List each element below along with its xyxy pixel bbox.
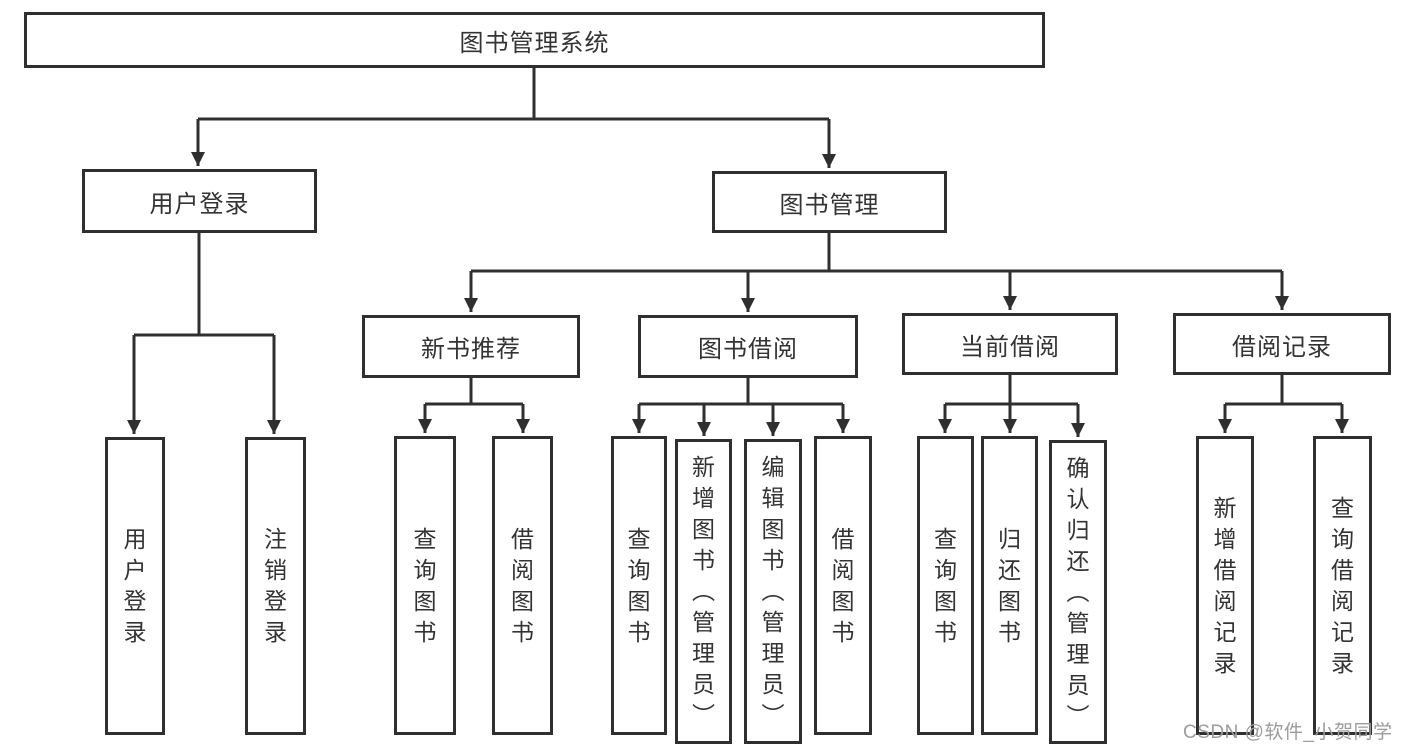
node-book-borrowing: 图书借阅 <box>638 315 858 378</box>
node-book-management: 图书管理 <box>712 171 947 233</box>
node-new-book-recommend: 新书推荐 <box>362 315 580 378</box>
leaf-confirm-return-admin: 确 认 归 还 ︵ 管 理 员 ︶ <box>1049 440 1107 744</box>
leaf-logout: 注 销 登 录 <box>245 437 306 735</box>
node-user-login: 用户登录 <box>82 169 317 233</box>
node-current-borrowing: 当前借阅 <box>902 313 1118 375</box>
leaf-add-book-admin: 新 增 图 书 ︵ 管 理 员 ︶ <box>675 439 732 744</box>
node-root: 图书管理系统 <box>24 12 1045 68</box>
leaf-edit-book-admin: 编 辑 图 书 ︵ 管 理 员 ︶ <box>744 439 802 744</box>
leaf-borrow-books-borrowing: 借 阅 图 书 <box>814 436 872 735</box>
leaf-return-books: 归 还 图 书 <box>981 436 1038 735</box>
watermark: CSDN @软件_小贺同学 <box>1183 722 1393 743</box>
leaf-query-books-borrowing: 查 询 图 书 <box>611 436 667 735</box>
leaf-query-books-recommend: 查 询 图 书 <box>394 436 456 735</box>
leaf-user-login: 用 户 登 录 <box>105 437 165 735</box>
node-borrowing-records: 借阅记录 <box>1173 313 1391 375</box>
leaf-borrow-books-recommend: 借 阅 图 书 <box>492 436 553 735</box>
leaf-add-borrow-record: 新 增 借 阅 记 录 <box>1196 436 1254 735</box>
leaf-query-borrow-record: 查 询 借 阅 记 录 <box>1313 436 1372 735</box>
leaf-query-books-current: 查 询 图 书 <box>917 436 974 735</box>
